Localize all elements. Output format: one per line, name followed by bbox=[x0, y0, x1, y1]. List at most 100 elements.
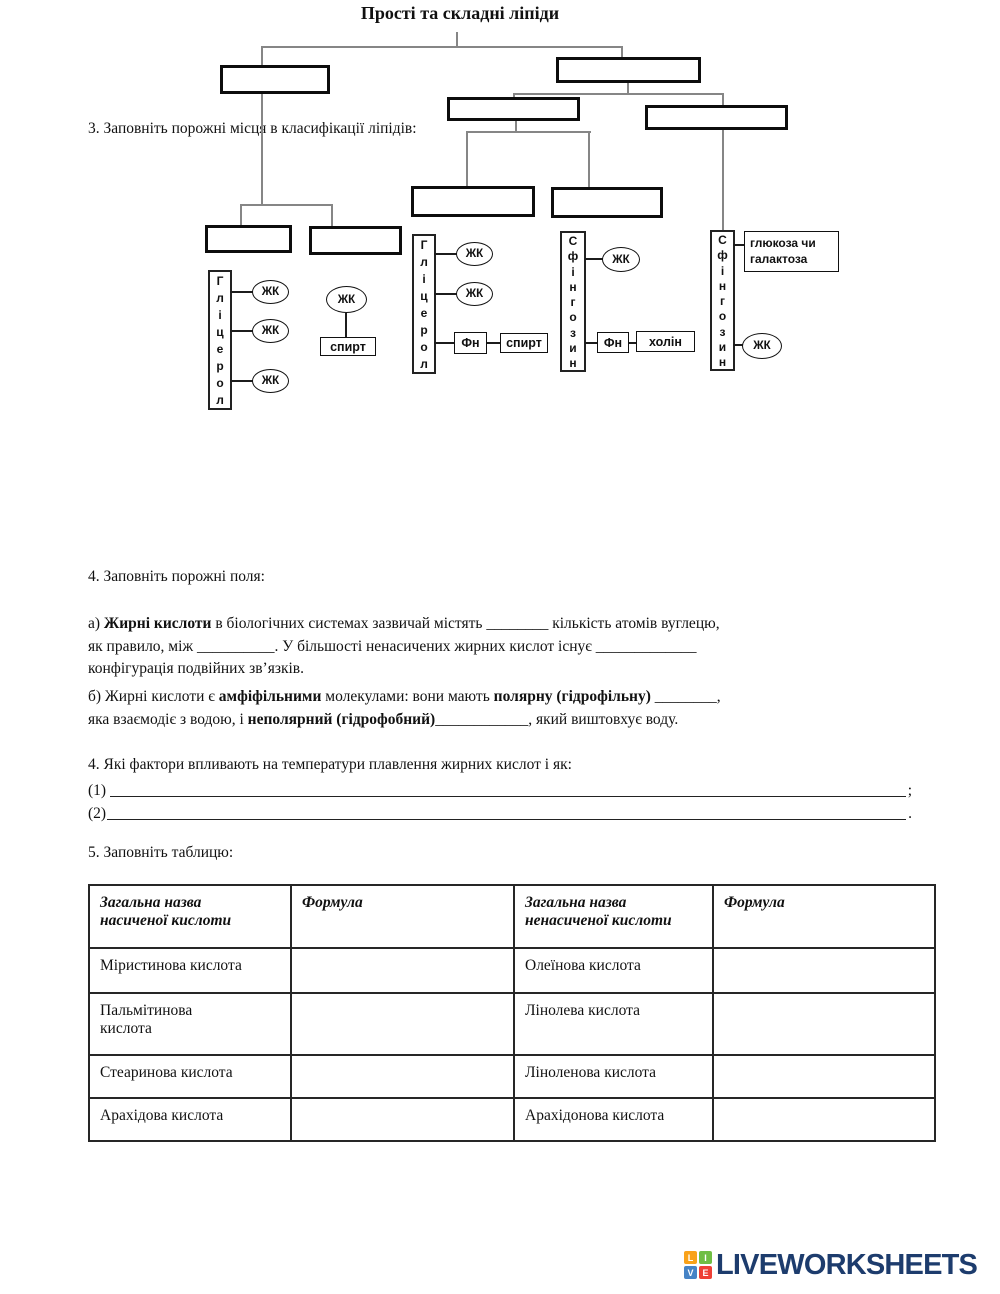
tree-connector bbox=[722, 129, 724, 230]
logo-square-e: E bbox=[699, 1266, 712, 1279]
fatty-acid-oval: ЖК bbox=[742, 333, 782, 359]
alcohol-box: спирт bbox=[500, 333, 548, 353]
header-unsaturated-name: Загальна назва ненасиченої кислоти bbox=[513, 884, 714, 949]
factor-1-blank[interactable] bbox=[110, 795, 906, 797]
tree-connector bbox=[240, 204, 242, 226]
diagram-connector bbox=[733, 344, 743, 346]
tree-connector bbox=[621, 46, 623, 58]
tree-answer-box-left[interactable] bbox=[220, 65, 330, 94]
tree-connector bbox=[240, 204, 333, 206]
header-formula-1: Формула bbox=[290, 884, 515, 949]
glycerol-column: Г л і ц е р о л bbox=[412, 234, 436, 374]
tree-answer-box-phospho-1[interactable] bbox=[411, 186, 535, 217]
fatty-acid-oval: ЖК bbox=[252, 319, 289, 343]
question-5-label: 5. Заповніть таблицю: bbox=[88, 844, 234, 861]
diagram-connector bbox=[627, 342, 637, 344]
tree-connector bbox=[513, 93, 515, 99]
factor-2-number: (2) bbox=[88, 805, 107, 822]
phosphate-box: Фн bbox=[597, 332, 629, 353]
table-row: Арахідова кислота Арахідонова кислота bbox=[88, 1097, 936, 1142]
acid-name-cell: Ліноленова кислота bbox=[513, 1054, 714, 1099]
table-row: Пальмітинова кислота Лінолева кислота bbox=[88, 992, 936, 1056]
sphingosine-column: С ф і н г о з и н bbox=[710, 230, 735, 371]
tree-connector bbox=[515, 120, 517, 132]
tree-answer-box-phospho-2[interactable] bbox=[551, 187, 663, 218]
formula-answer-cell[interactable] bbox=[290, 992, 515, 1056]
diagram-connector bbox=[230, 291, 254, 293]
tree-connector bbox=[513, 93, 724, 95]
phosphate-box: Фн bbox=[454, 332, 487, 354]
fatty-acid-oval: ЖК bbox=[602, 247, 640, 272]
bold-text: амфіфільними bbox=[218, 688, 322, 705]
formula-answer-cell[interactable] bbox=[712, 947, 936, 994]
choline-box: холін bbox=[636, 331, 695, 352]
formula-answer-cell[interactable] bbox=[712, 1054, 936, 1099]
tree-connector bbox=[627, 82, 629, 94]
diagram-connector bbox=[485, 342, 502, 344]
tree-connector bbox=[261, 93, 263, 205]
tree-answer-box-simple-2[interactable] bbox=[309, 226, 402, 255]
tree-connector bbox=[331, 204, 333, 227]
diagram-connector bbox=[434, 342, 456, 344]
table-header-row: Загальна назва насиченої кислоти Формула… bbox=[88, 884, 936, 949]
diagram-connector bbox=[585, 342, 598, 344]
diagram-connector bbox=[230, 330, 254, 332]
glycerol-column: Г л і ц е р о л bbox=[208, 270, 232, 410]
factor-1-punct: ; bbox=[907, 782, 912, 799]
diagram-connector bbox=[345, 313, 347, 337]
tree-answer-box-mid-2[interactable] bbox=[645, 105, 788, 130]
liveworksheets-logo-link[interactable]: L I V E LIVEWORKSHEETS bbox=[684, 1249, 978, 1281]
bold-text: полярну (гідрофільну) bbox=[493, 688, 651, 705]
formula-answer-cell[interactable] bbox=[712, 992, 936, 1056]
tree-answer-box-right[interactable] bbox=[556, 57, 701, 83]
tree-answer-box-simple-1[interactable] bbox=[205, 225, 292, 253]
lipid-classification-diagram: Прості та складні ліпіди Г л і ц е р о л bbox=[0, 0, 1000, 430]
text: ________, яка взаємодіє з водою, і bbox=[88, 688, 721, 728]
liveworksheets-icon: L I V E bbox=[684, 1251, 713, 1280]
bold-text: неполярний (гідрофобний) bbox=[247, 710, 436, 728]
acid-name-cell: Олеїнова кислота bbox=[513, 947, 714, 994]
tree-connector bbox=[588, 131, 590, 188]
tree-connector bbox=[466, 131, 468, 187]
header-formula-2: Формула bbox=[712, 884, 936, 949]
fatty-acid-oval: ЖК bbox=[456, 282, 493, 306]
diagram-connector bbox=[733, 244, 745, 246]
liveworksheets-wordmark: LIVEWORKSHEETS bbox=[716, 1249, 978, 1281]
formula-answer-cell[interactable] bbox=[712, 1097, 936, 1142]
diagram-connector bbox=[434, 253, 458, 255]
formula-answer-cell[interactable] bbox=[290, 947, 515, 994]
acid-name-cell: Арахідонова кислота bbox=[513, 1097, 714, 1142]
paragraph-b: б) Жирні кислоти є амфіфільними молекула… bbox=[88, 686, 920, 731]
diagram-connector bbox=[230, 380, 254, 382]
formula-answer-cell[interactable] bbox=[290, 1097, 515, 1142]
tree-answer-box-mid-1[interactable] bbox=[447, 97, 580, 121]
tree-connector bbox=[261, 46, 623, 48]
acid-name-cell: Арахідова кислота bbox=[88, 1097, 292, 1142]
factor-2-blank[interactable] bbox=[107, 818, 907, 820]
tree-connector bbox=[466, 131, 591, 133]
glucose-galactose-box: глюкоза чи галактоза bbox=[744, 231, 839, 272]
fatty-acid-oval: ЖК bbox=[252, 280, 289, 304]
header-saturated-name: Загальна назва насиченої кислоти bbox=[88, 884, 292, 949]
acid-name-cell: Пальмітинова кислота bbox=[88, 992, 292, 1056]
factor-2-punct: . bbox=[908, 805, 912, 822]
text: б) Жирні кислоти є bbox=[88, 688, 219, 705]
question-3-label: 3. Заповніть порожні місця в класифікаці… bbox=[88, 120, 417, 137]
fatty-acid-oval: ЖК bbox=[456, 242, 493, 266]
logo-square-i: I bbox=[699, 1251, 712, 1264]
tree-connector bbox=[722, 93, 724, 106]
question-4a-label: 4. Заповніть порожні поля: bbox=[88, 568, 265, 585]
bold-text: Жирні кислоти bbox=[103, 615, 212, 632]
diagram-connector bbox=[585, 258, 603, 260]
logo-square-l: L bbox=[684, 1251, 697, 1264]
text: а) bbox=[88, 615, 104, 632]
acid-name-cell: Лінолева кислота bbox=[513, 992, 714, 1056]
fatty-acid-oval: ЖК bbox=[326, 286, 367, 313]
paragraph-a: а) Жирні кислоти в біологічних системах … bbox=[88, 613, 920, 681]
alcohol-box: спирт bbox=[320, 337, 376, 356]
factor-line-1: (1) ; bbox=[88, 777, 912, 800]
formula-answer-cell[interactable] bbox=[290, 1054, 515, 1099]
logo-square-v: V bbox=[684, 1266, 697, 1279]
